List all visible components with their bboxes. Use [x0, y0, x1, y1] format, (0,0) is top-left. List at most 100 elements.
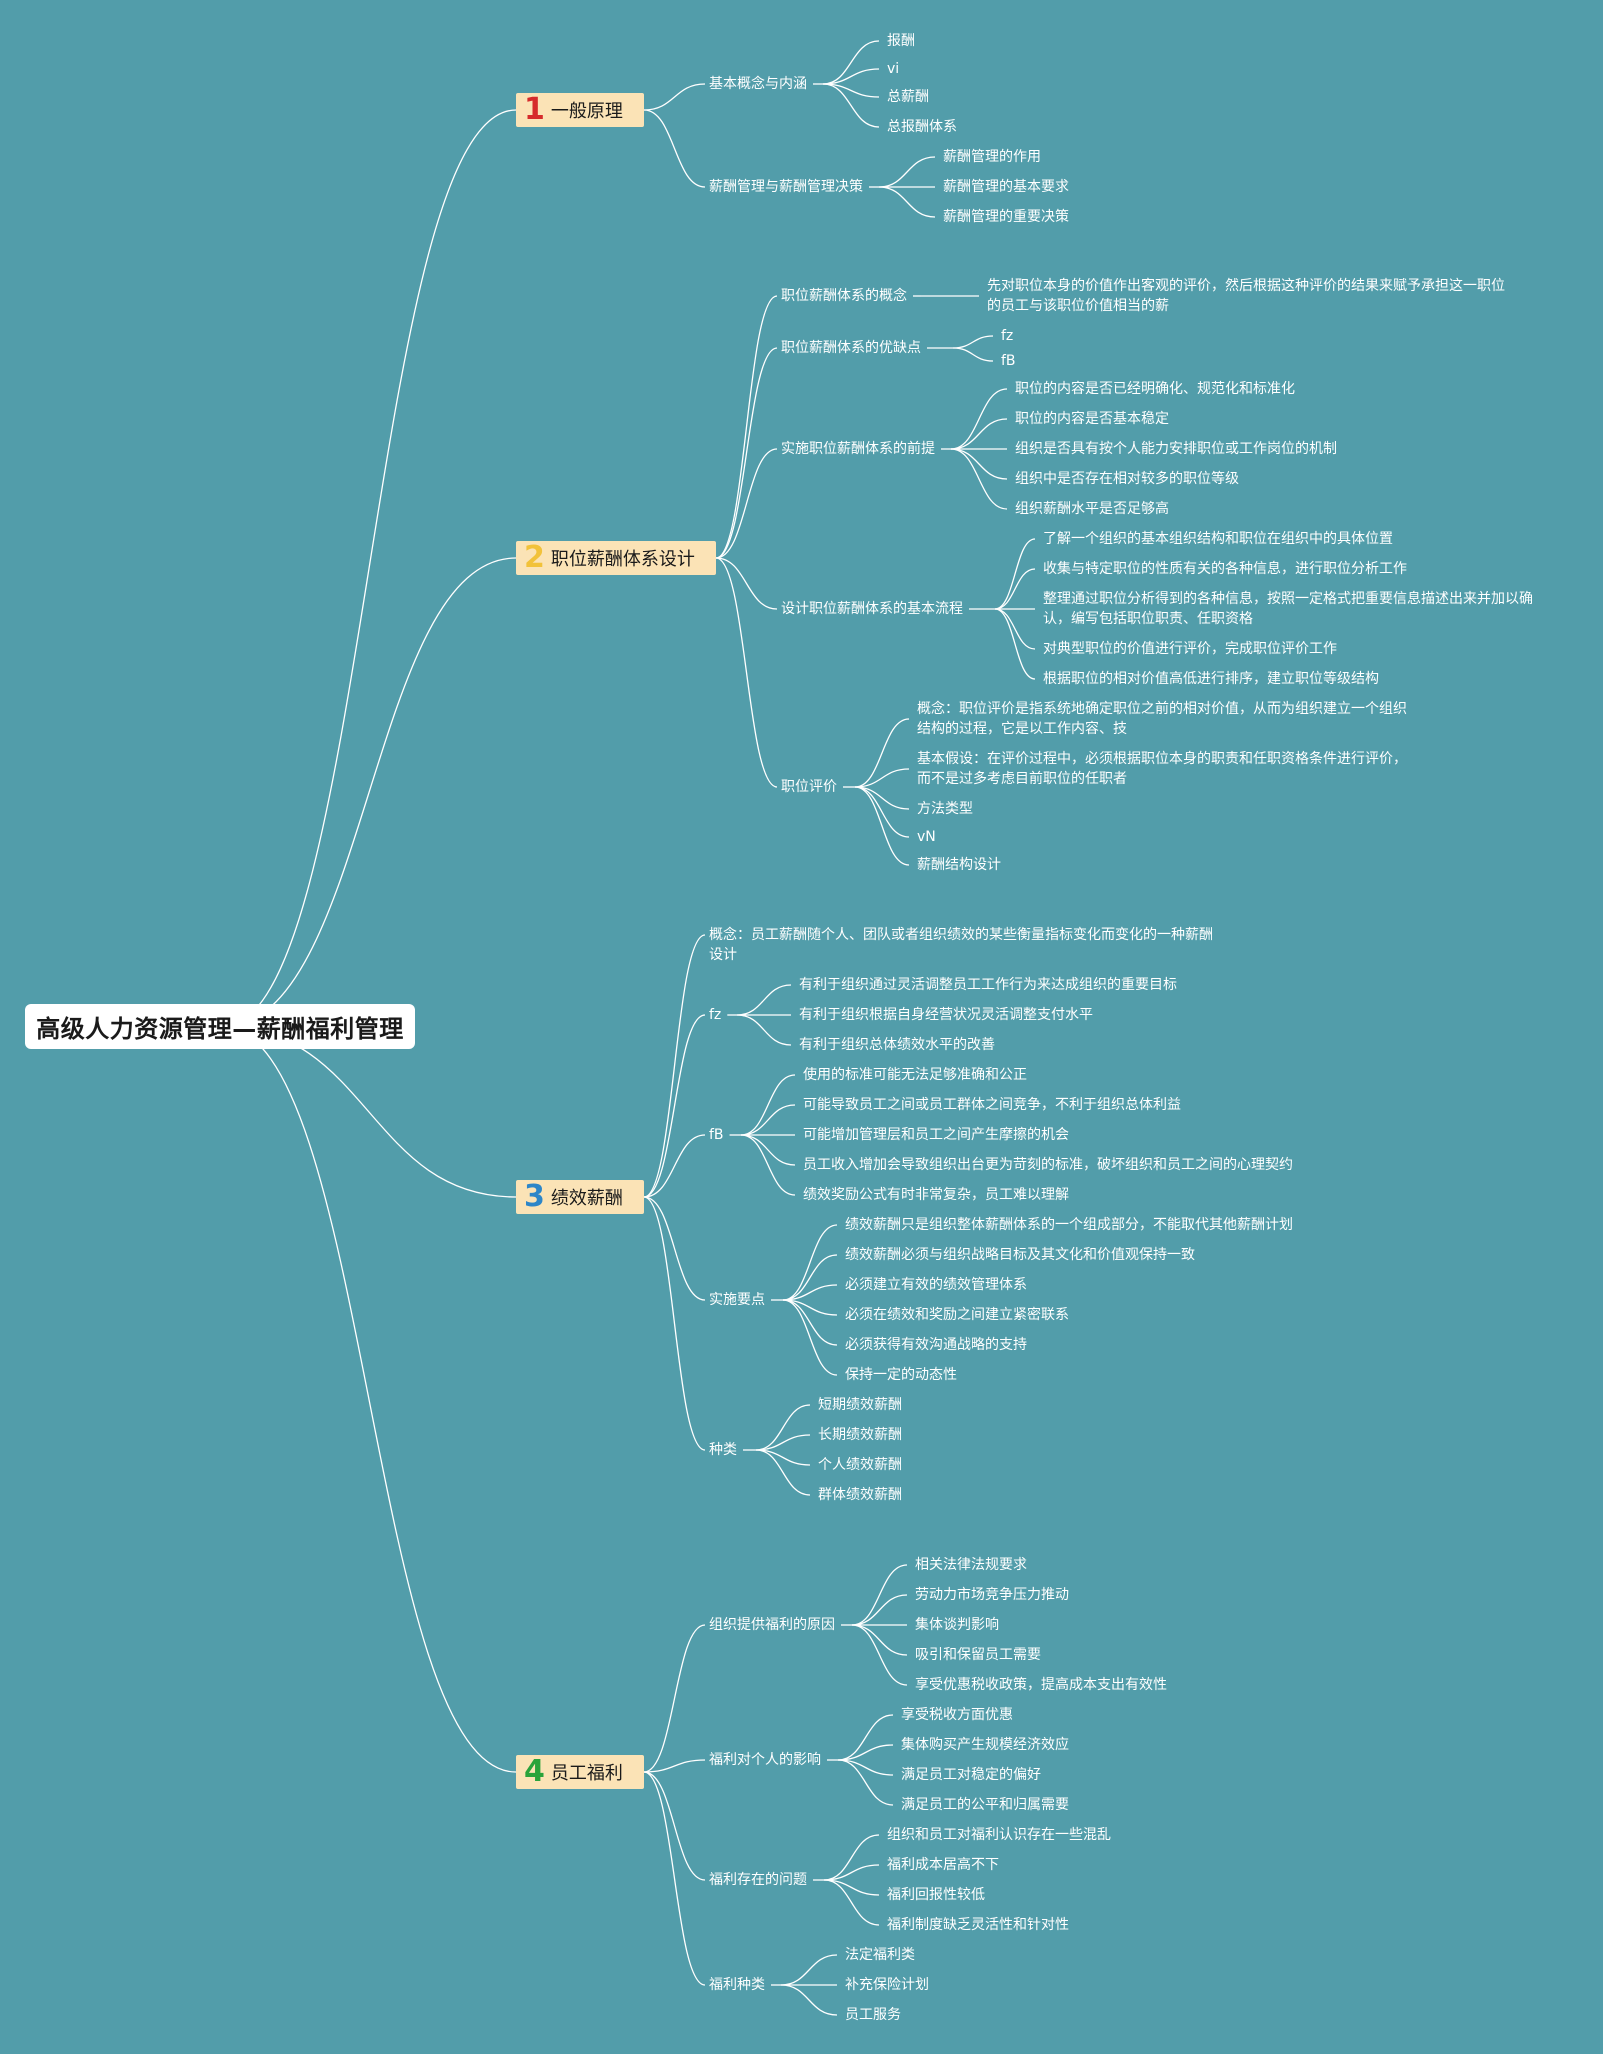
leaf-item[interactable]: vi [887, 61, 900, 77]
leaf-item[interactable]: 员工收入增加会导致组织出台更为苛刻的标准，破坏组织和员工之间的心理契约 [803, 1157, 1293, 1173]
leaf-item[interactable]: 必须建立有效的绩效管理体系 [845, 1277, 1027, 1293]
leaf-item[interactable]: 薪酬管理的作用 [943, 149, 1041, 165]
leaf-item[interactable]: 职位的内容是否已经明确化、规范化和标准化 [1015, 381, 1295, 397]
leaf-item[interactable]: 总薪酬 [887, 89, 929, 105]
connector-line [643, 83, 706, 111]
sub-topic[interactable]: 概念：员工薪酬随个人、团队或者组织绩效的某些衡量指标变化而变化的一种薪酬设计 [709, 927, 1213, 963]
connector-line [837, 1759, 894, 1806]
sub-topic[interactable]: 职位薪酬体系的概念 [781, 288, 907, 304]
leaf-item[interactable]: 集体购买产生规模经济效应 [901, 1737, 1069, 1753]
leaf-item[interactable]: 享受优惠税收政策，提高成本支出有效性 [915, 1677, 1167, 1693]
leaf-item[interactable]: 员工服务 [845, 2007, 901, 2023]
leaf-item[interactable]: 有利于组织根据自身经营状况灵活调整支付水平 [799, 1007, 1093, 1023]
root-node[interactable]: 高级人力资源管理—薪酬福利管理 [25, 1004, 415, 1049]
connector-line [851, 1594, 908, 1626]
leaf-item[interactable]: 绩效奖励公式有时非常复杂，员工难以理解 [803, 1187, 1069, 1203]
connector-line [823, 1834, 880, 1881]
leaf-item[interactable]: 短期绩效薪酬 [818, 1397, 902, 1413]
leaf-item[interactable]: 组织中是否存在相对较多的职位等级 [1015, 471, 1239, 487]
sub-topic[interactable]: fz [709, 1007, 722, 1023]
leaf-item[interactable]: 可能增加管理层和员工之间产生摩擦的机会 [803, 1127, 1069, 1143]
leaf-item[interactable]: 享受税收方面优惠 [901, 1707, 1013, 1723]
leaf-item[interactable]: 可能导致员工之间或员工群体之间竞争，不利于组织总体利益 [803, 1097, 1181, 1113]
connector-line [782, 1299, 838, 1376]
leaf-item[interactable]: 法定福利类 [845, 1947, 915, 1963]
leaf-item[interactable]: 福利成本居高不下 [887, 1857, 999, 1873]
leaf-item[interactable]: 劳动力市场竞争压力推动 [915, 1587, 1069, 1603]
leaf-item[interactable]: 必须获得有效沟通战略的支持 [845, 1337, 1027, 1353]
leaf-item[interactable]: 群体绩效薪酬 [818, 1487, 902, 1503]
branch-label: 员工福利 [550, 1763, 623, 1784]
leaf-item[interactable]: 组织和员工对福利认识存在一些混乱 [887, 1827, 1111, 1843]
leaf-item[interactable]: 基本假设：在评价过程中，必须根据职位本身的职责和任职资格条件进行评价，而不是过多… [917, 751, 1407, 787]
leaf-item[interactable]: 薪酬结构设计 [917, 857, 1001, 873]
leaf-item[interactable]: 方法类型 [917, 801, 973, 817]
connector-line [715, 295, 778, 559]
connector-line [221, 1026, 517, 1773]
leaf-item[interactable]: 福利制度缺乏灵活性和针对性 [887, 1917, 1069, 1933]
sub-topic[interactable]: 福利存在的问题 [709, 1872, 807, 1888]
leaf-item[interactable]: 薪酬管理的基本要求 [943, 179, 1069, 195]
sub-topic[interactable]: 薪酬管理与薪酬管理决策 [709, 179, 863, 195]
connector-line [780, 1954, 838, 1986]
sub-topic[interactable]: fB [709, 1127, 724, 1143]
leaf-item[interactable]: 对典型职位的价值进行评价，完成职位评价工作 [1043, 641, 1337, 657]
leaf-item[interactable]: 福利回报性较低 [887, 1887, 985, 1903]
leaf-item[interactable]: 吸引和保留员工需要 [915, 1647, 1041, 1663]
sub-topic[interactable]: 组织提供福利的原因 [709, 1617, 835, 1633]
leaf-item[interactable]: 绩效薪酬只是组织整体薪酬体系的一个组成部分，不能取代其他薪酬计划 [845, 1217, 1293, 1233]
leaf-item[interactable]: fB [1001, 353, 1016, 369]
leaf-item[interactable]: 相关法律法规要求 [915, 1557, 1027, 1573]
leaf-item[interactable]: 了解一个组织的基本组织结构和职位在组织中的具体位置 [1043, 531, 1393, 547]
leaf-item[interactable]: 使用的标准可能无法足够准确和公正 [803, 1067, 1027, 1083]
connector-line [854, 786, 910, 838]
leaf-item[interactable]: 长期绩效薪酬 [818, 1427, 902, 1443]
sub-topic[interactable]: 福利对个人的影响 [709, 1752, 821, 1768]
leaf-item[interactable]: 整理通过职位分析得到的各种信息，按照一定格式把重要信息描述出来并加以确认，编写包… [1043, 591, 1533, 627]
leaf-item[interactable]: fz [1001, 328, 1014, 344]
sub-topic[interactable]: 职位薪酬体系的优缺点 [781, 340, 921, 356]
sub-topic[interactable]: 基本概念与内涵 [709, 76, 807, 92]
leaf-item[interactable]: 个人绩效薪酬 [818, 1457, 902, 1473]
connector-line [715, 448, 778, 559]
leaf-item[interactable]: 满足员工的公平和归属需要 [901, 1797, 1069, 1813]
connector-line [221, 109, 517, 1028]
leaf-item[interactable]: 补充保险计划 [845, 1977, 929, 1993]
leaf-item[interactable]: vN [917, 829, 936, 845]
leaf-item[interactable]: 概念：职位评价是指系统地确定职位之前的相对价值，从而为组织建立一个组织结构的过程… [917, 701, 1407, 737]
leaf-item[interactable]: 绩效薪酬必须与组织战略目标及其文化和价值观保持一致 [845, 1247, 1195, 1263]
leaf-item[interactable]: 组织薪酬水平是否足够高 [1015, 501, 1169, 517]
connector-line [643, 1759, 706, 1773]
leaf-item[interactable]: 总报酬体系 [887, 119, 957, 135]
leaf-item[interactable]: 职位的内容是否基本稳定 [1015, 411, 1169, 427]
leaf-item[interactable]: 报酬 [887, 33, 915, 49]
sub-topic[interactable]: 实施要点 [709, 1292, 765, 1308]
leaf-item[interactable]: 保持一定的动态性 [845, 1367, 957, 1383]
connector-line [950, 418, 1008, 450]
leaf-item[interactable]: 有利于组织总体绩效水平的改善 [799, 1037, 995, 1053]
sub-topic[interactable]: 种类 [709, 1442, 737, 1458]
connector-line [643, 1771, 706, 1881]
leaf-item[interactable]: 组织是否具有按个人能力安排职位或工作岗位的机制 [1015, 441, 1337, 457]
sub-topic[interactable]: 福利种类 [709, 1977, 765, 1993]
sub-topic[interactable]: 实施职位薪酬体系的前提 [781, 441, 935, 457]
leaf-item[interactable]: 薪酬管理的重要决策 [943, 209, 1069, 225]
sub-topic[interactable]: 设计职位薪酬体系的基本流程 [781, 601, 963, 617]
sub-topic[interactable]: 职位评价 [781, 779, 837, 795]
leaf-item[interactable]: 根据职位的相对价值高低进行排序，建立职位等级结构 [1043, 671, 1379, 687]
connector-line [854, 768, 910, 788]
leaf-item[interactable]: 先对职位本身的价值作出客观的评价，然后根据这种评价的结果来赋予承担这一职位的员工… [987, 278, 1505, 314]
leaf-item[interactable]: 有利于组织通过灵活调整员工工作行为来达成组织的重要目标 [799, 977, 1177, 993]
connector-line [837, 1714, 894, 1761]
connector-line [823, 1864, 880, 1881]
leaf-item[interactable]: 必须在绩效和奖励之间建立紧密联系 [845, 1307, 1069, 1323]
leaf-item[interactable]: 收集与特定职位的性质有关的各种信息，进行职位分析工作 [1043, 561, 1407, 577]
leaf-item[interactable]: 满足员工对稳定的偏好 [901, 1767, 1041, 1783]
connector-line [780, 1984, 838, 2016]
leaf-item[interactable]: 集体谈判影响 [915, 1617, 999, 1633]
